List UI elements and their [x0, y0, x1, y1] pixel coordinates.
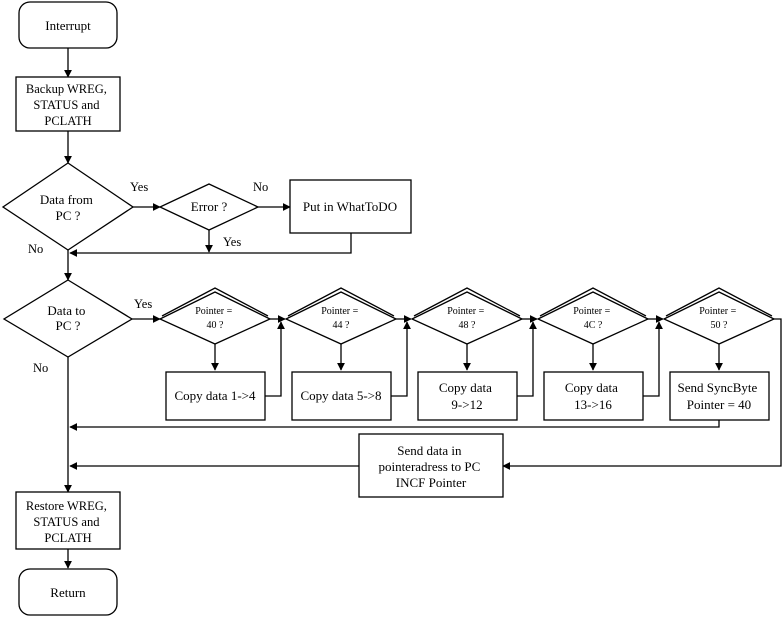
send-data-line-1: Send data in	[397, 443, 462, 458]
restore-line-1: Restore WREG,	[26, 499, 107, 513]
connectors	[64, 48, 782, 569]
send-data-line-2: pointeradress to PC	[378, 459, 480, 474]
svg-text:Backup WREG, STATUS and: Backup WREG, STATUS and PCLATH	[26, 82, 110, 128]
pointer-48-decision: Pointer = 48 ?	[410, 287, 524, 345]
copy-1-4-label: Copy data 1->4	[175, 388, 256, 403]
copy-data-1-4-process: Copy data 1->4	[165, 371, 266, 421]
svg-text:Send data in pointeradre: Send data in pointeradress to PC INCF Po…	[378, 443, 483, 490]
copy-9-12-line-1: Copy data	[439, 380, 492, 395]
syncbyte-line-1: Send SyncByte	[677, 380, 757, 395]
svg-text:Pointer = 50 ?: Pointer = 50 ?	[699, 306, 739, 331]
pointer-4c-line-1: Pointer =	[573, 306, 610, 317]
send-data-line-3: INCF Pointer	[396, 475, 467, 490]
pointer-48-line-1: Pointer =	[447, 306, 484, 317]
pointer-40-decision: Pointer = 40 ?	[158, 287, 272, 345]
data-from-pc-line-1: Data from	[40, 192, 93, 207]
pointer-40-line-2: 40 ?	[207, 320, 225, 331]
copy-5-8-label: Copy data 5->8	[301, 388, 382, 403]
backup-line-1: Backup WREG,	[26, 82, 107, 96]
pointer-44-decision: Pointer = 44 ?	[284, 287, 398, 345]
yes-label-error: Yes	[223, 235, 241, 249]
backup-process: Backup WREG, STATUS and PCLATH	[15, 76, 121, 132]
pointer-4c-decision: Pointer = 4C ?	[536, 287, 650, 345]
restore-process: Restore WREG, STATUS and PCLATH	[15, 491, 121, 550]
pointer-40-line-1: Pointer =	[195, 306, 232, 317]
copy-data-13-16-process: Copy data 13->16	[543, 371, 644, 421]
start-label: Interrupt	[45, 18, 91, 33]
no-label-data-from-pc: No	[28, 242, 43, 256]
svg-text:Restore WREG, STATUS and: Restore WREG, STATUS and PCLATH	[26, 499, 110, 545]
copy-data-9-12-process: Copy data 9->12	[417, 371, 518, 421]
svg-text:Copy data 9->12: Copy data 9->12	[439, 380, 495, 412]
pointer-44-line-1: Pointer =	[321, 306, 358, 317]
no-label-data-to-pc: No	[33, 361, 48, 375]
svg-text:Pointer = 44 ?: Pointer = 44 ?	[321, 306, 361, 331]
svg-text:Send SyncByte Pointer =: Send SyncByte Pointer = 40	[677, 380, 760, 412]
error-label: Error ?	[191, 199, 228, 214]
svg-text:Data to PC ?: Data to PC ?	[47, 303, 88, 333]
copy-data-5-8-process: Copy data 5->8	[291, 371, 392, 421]
restore-line-2: STATUS and	[33, 515, 100, 529]
pointer-50-decision: Pointer = 50 ?	[662, 287, 776, 345]
data-from-pc-decision: Data from PC ?	[1, 162, 135, 251]
yes-label-data-from-pc: Yes	[130, 180, 148, 194]
svg-text:Pointer = 40 ?: Pointer = 40 ?	[195, 306, 235, 331]
end-label: Return	[50, 585, 86, 600]
error-decision: Error ?	[158, 183, 260, 231]
start-terminal: Interrupt	[18, 1, 118, 49]
no-label-error: No	[253, 180, 268, 194]
backup-line-3: PCLATH	[44, 114, 91, 128]
syncbyte-line-2: Pointer = 40	[687, 397, 751, 412]
pointer-50-line-1: Pointer =	[699, 306, 736, 317]
restore-line-3: PCLATH	[44, 531, 91, 545]
data-to-pc-decision: Data to PC ?	[2, 279, 134, 358]
svg-text:Pointer = 48 ?: Pointer = 48 ?	[447, 306, 487, 331]
send-data-process: Send data in pointeradress to PC INCF Po…	[358, 433, 504, 498]
svg-text:Data from PC ?: Data from PC ?	[40, 192, 96, 223]
pointer-44-line-2: 44 ?	[333, 320, 351, 331]
data-from-pc-line-2: PC ?	[56, 208, 81, 223]
svg-text:Pointer = 4C ?: Pointer = 4C ?	[573, 306, 613, 331]
copy-13-16-line-1: Copy data	[565, 380, 618, 395]
svg-text:Copy data 13->16: Copy data 13->16	[565, 380, 621, 412]
pointer-4c-line-2: 4C ?	[584, 320, 603, 331]
copy-9-12-line-2: 9->12	[451, 397, 482, 412]
end-terminal: Return	[18, 568, 118, 616]
copy-13-16-line-2: 13->16	[574, 397, 612, 412]
yes-label-data-to-pc: Yes	[134, 297, 152, 311]
pointer-48-line-2: 48 ?	[459, 320, 477, 331]
send-syncbyte-process: Send SyncByte Pointer = 40	[669, 371, 770, 421]
whattodo-process: Put in WhatToDO	[289, 179, 412, 234]
whattodo-label: Put in WhatToDO	[303, 199, 397, 214]
data-to-pc-line-1: Data to	[47, 303, 85, 318]
backup-line-2: STATUS and	[33, 98, 100, 112]
pointer-50-line-2: 50 ?	[711, 320, 729, 331]
data-to-pc-line-2: PC ?	[56, 318, 81, 333]
